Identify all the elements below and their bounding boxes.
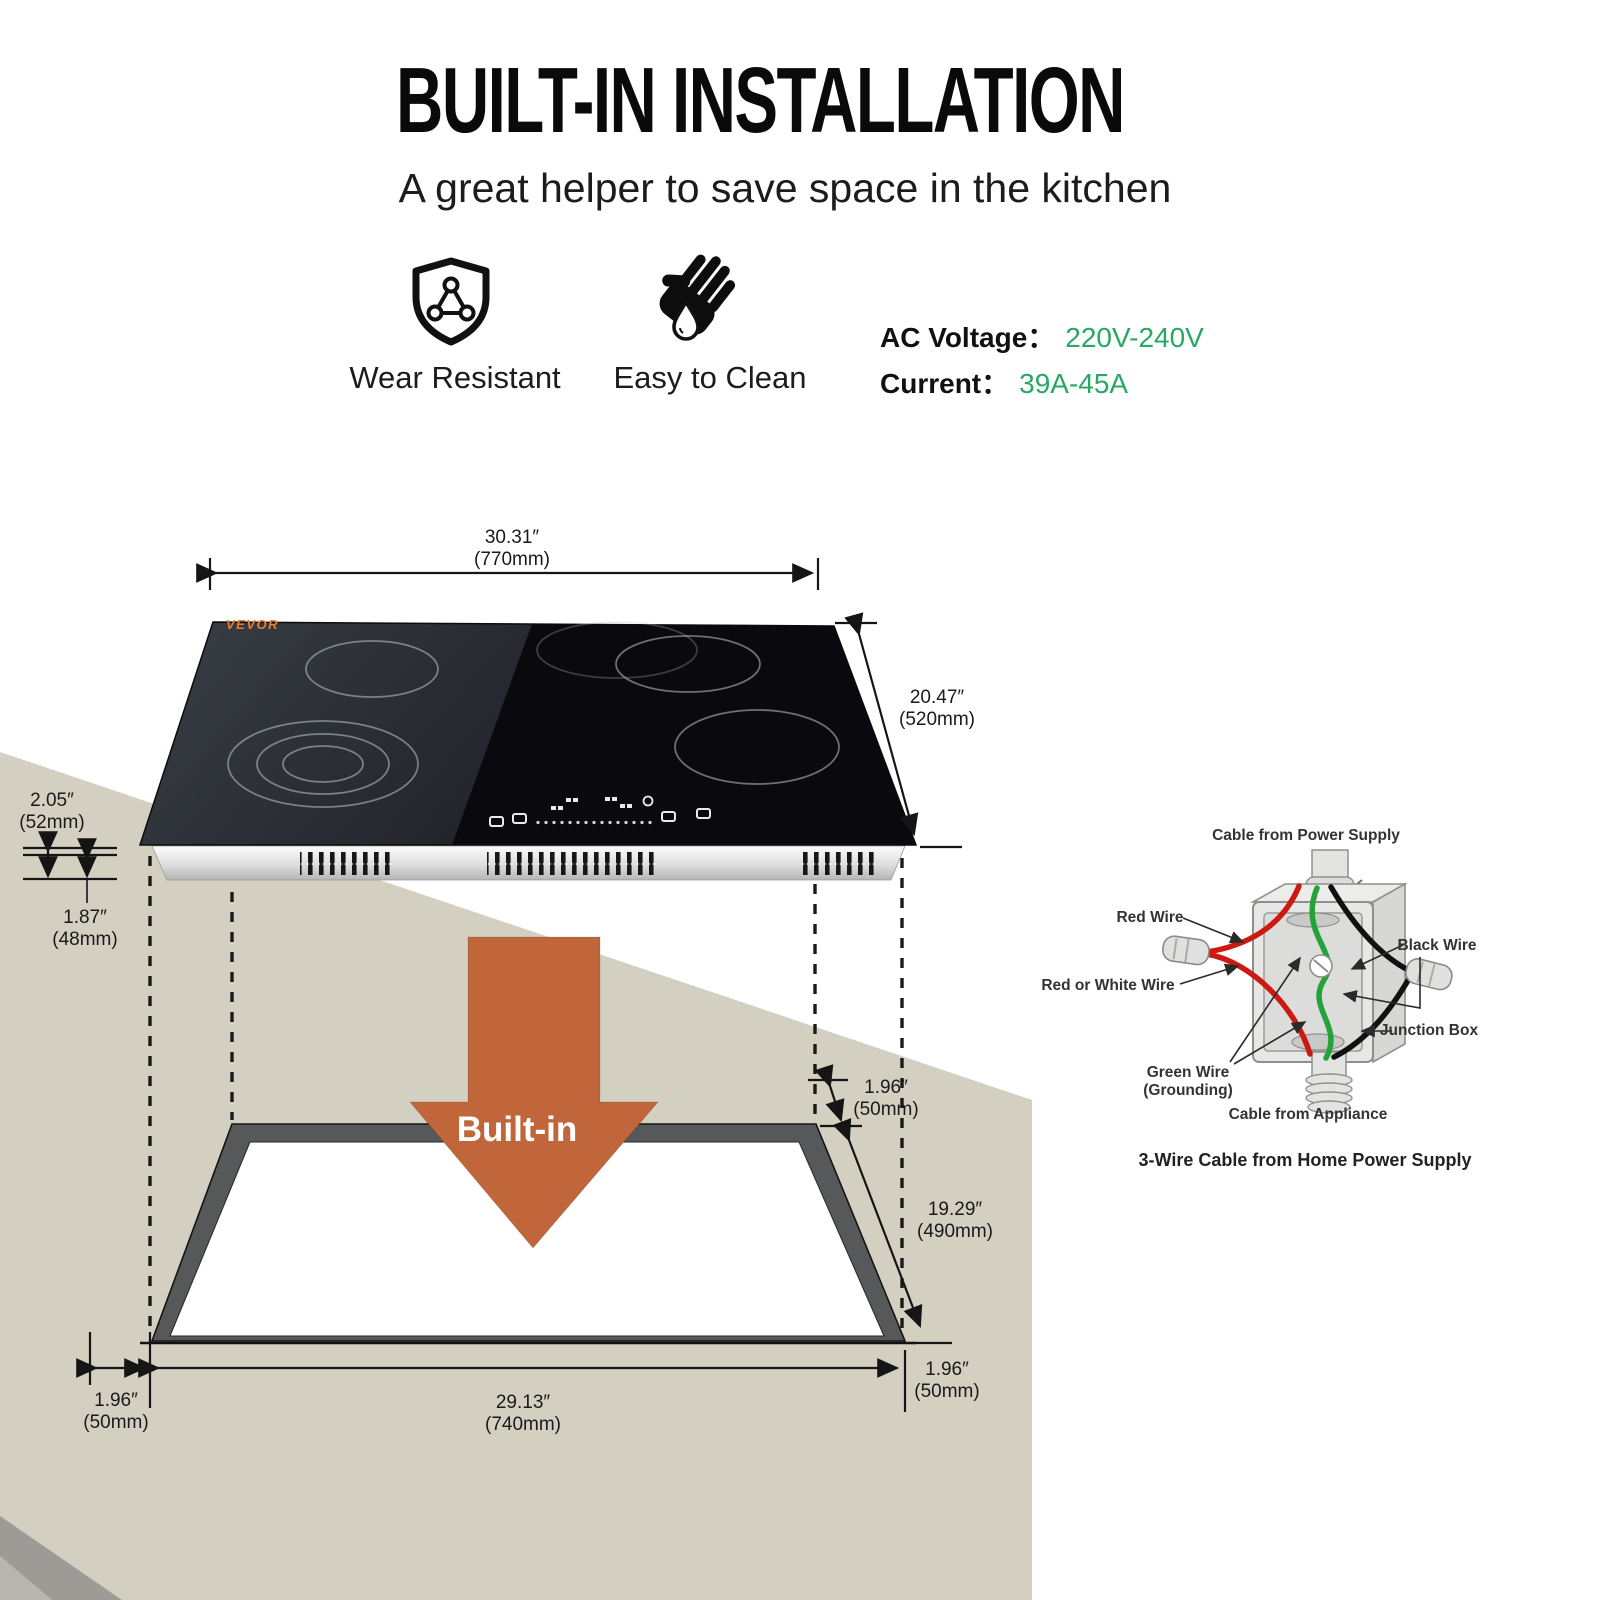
burner-outlines: [227, 621, 840, 808]
spec-voltage: AC Voltage： 220V-240V: [880, 316, 1204, 356]
vent-slats-right: [797, 852, 875, 875]
page-subtitle: A great helper to save space in the kitc…: [398, 165, 1172, 211]
green-ground-wire: [1309, 885, 1334, 1061]
dim-cutout-depth: 19.29″ (490mm): [916, 1199, 994, 1243]
label-junction-box: Junction Box: [1379, 1022, 1479, 1039]
projection-dashed-lines: [148, 856, 904, 1336]
dim-top-width: 30.31″ (770mm): [473, 527, 551, 571]
wipe-hand-drop-icon: [659, 254, 736, 341]
feature-label-wear-resistant: Wear Resistant: [349, 360, 561, 395]
feature-label-easy-to-clean: Easy to Clean: [613, 360, 807, 395]
label-black-wire: Black Wire: [1397, 937, 1477, 954]
label-cable-from-appliance: Cable from Appliance: [1228, 1106, 1388, 1123]
spec-current-label: Current：: [880, 368, 1010, 399]
dim-height-total: 2.05″ (52mm): [19, 790, 85, 834]
built-in-down-arrow: [408, 936, 660, 1249]
spec-current: Current： 39A-45A: [880, 362, 1128, 402]
countertop-front-edge: [0, 1516, 122, 1600]
spec-voltage-label: AC Voltage：: [880, 322, 1056, 353]
wiring-diagram: [1162, 849, 1453, 1114]
spec-current-value: 39A-45A: [1019, 368, 1129, 399]
label-red-or-white-wire: Red or White Wire: [1041, 977, 1175, 994]
countertop-front-face: [0, 1556, 52, 1600]
vent-slats-left: [300, 852, 390, 875]
wire-nut-left: [1162, 935, 1210, 966]
label-cable-from-power-supply: Cable from Power Supply: [1212, 827, 1400, 844]
spec-voltage-value: 220V-240V: [1065, 322, 1204, 353]
glass-top-right-zone: [452, 624, 916, 845]
wiring-leader-lines: [1179, 917, 1421, 1065]
label-green-wire: Green Wire (Grounding): [1143, 1064, 1233, 1099]
wire-nut-right: [1405, 958, 1453, 991]
control-panel: [489, 795, 711, 827]
dim-cutout-gap-left: 1.96″ (50mm): [83, 1390, 149, 1434]
red-wire: [1204, 883, 1302, 955]
shield-durability-icon: [412, 257, 490, 346]
brand-logo: VEVOR: [226, 617, 280, 632]
vent-slats-center: [487, 852, 655, 875]
red-or-white-wire: [1204, 951, 1313, 1057]
dimension-lines: [23, 558, 962, 1412]
black-wire: [1328, 884, 1413, 974]
wiring-caption: 3-Wire Cable from Home Power Supply: [1138, 1150, 1472, 1170]
black-wire-lower: [1331, 974, 1413, 1060]
dim-cutout-gap-right: 1.96″ (50mm): [914, 1359, 980, 1403]
cooktop: [138, 621, 918, 881]
slider-dots: [533, 820, 655, 825]
page-title: BUILT-IN INSTALLATION: [396, 48, 1125, 152]
dim-cutout-gap-top: 1.96″ (50mm): [853, 1077, 919, 1121]
label-red-wire: Red Wire: [1116, 909, 1184, 926]
dim-depth: 20.47″ (520mm): [898, 687, 976, 731]
dim-cutout-width: 29.13″ (740mm): [484, 1392, 562, 1436]
built-in-label: Built-in: [456, 1110, 578, 1149]
dim-height-base: 1.87″ (48mm): [52, 907, 118, 951]
